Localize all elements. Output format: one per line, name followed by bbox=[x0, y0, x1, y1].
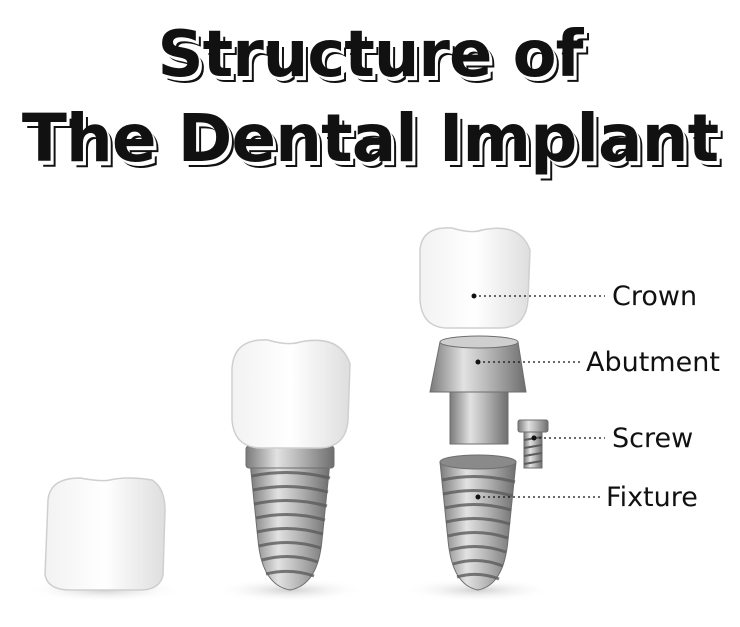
exploded-abutment bbox=[429, 335, 527, 445]
exploded-fixture bbox=[439, 454, 517, 591]
screw-marker bbox=[531, 435, 537, 441]
label-crown: Crown bbox=[612, 281, 697, 312]
leader-lines bbox=[474, 295, 605, 498]
fixture-marker bbox=[475, 494, 481, 500]
label-screw: Screw bbox=[612, 423, 693, 454]
title-line-1: Structure of bbox=[157, 18, 584, 92]
exploded-crown bbox=[419, 227, 531, 329]
natural-tooth bbox=[44, 477, 166, 591]
abutment-marker bbox=[475, 359, 481, 365]
label-fixture: Fixture bbox=[606, 482, 698, 513]
title-line-2: The Dental Implant bbox=[21, 100, 719, 177]
exploded-screw bbox=[517, 419, 549, 469]
crown-marker bbox=[471, 293, 477, 299]
label-abutment: Abutment bbox=[586, 347, 720, 378]
assembled-implant bbox=[231, 339, 351, 591]
